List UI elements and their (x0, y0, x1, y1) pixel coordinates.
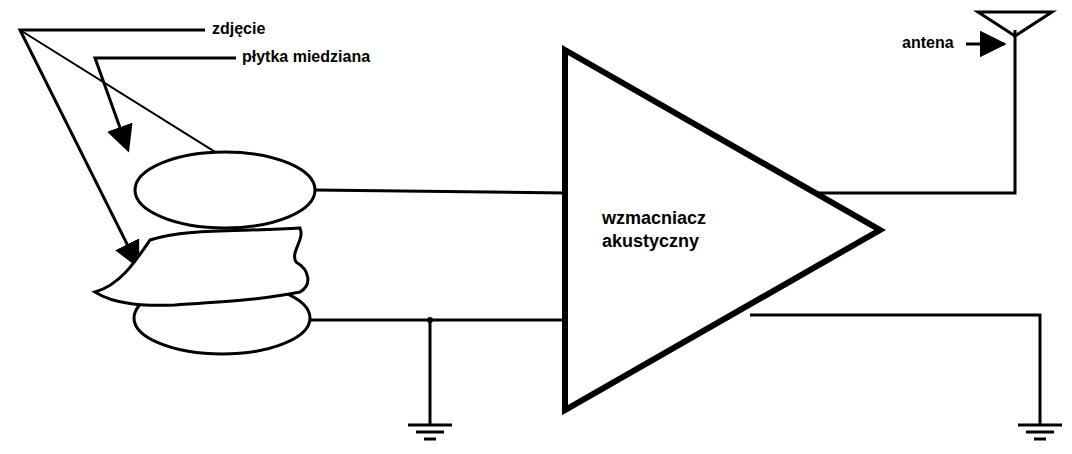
copper-plate (135, 152, 315, 228)
amplifier-label: wzmacniacz akustyczny (602, 207, 727, 254)
leader-line (95, 58, 236, 150)
leader-line (20, 30, 205, 266)
wire (429, 320, 432, 425)
wire (750, 315, 1040, 425)
part-label: zdjęcie (210, 20, 267, 38)
amplifier-triangle: wzmacniacz akustyczny (558, 44, 888, 416)
antenna-symbol (978, 12, 1052, 36)
wire (310, 319, 565, 322)
leader-line (966, 43, 1004, 46)
ground-symbol (408, 425, 452, 439)
amplifier-shape (565, 50, 880, 410)
wire (315, 190, 565, 193)
photo-card (95, 228, 308, 305)
part-label: płytka miedziana (240, 48, 372, 66)
ground-symbol (1018, 425, 1062, 439)
antenna-wire (790, 30, 1015, 193)
junction-dot (427, 317, 433, 323)
amplifier-outline (558, 44, 888, 416)
part-label: antena (900, 34, 956, 52)
